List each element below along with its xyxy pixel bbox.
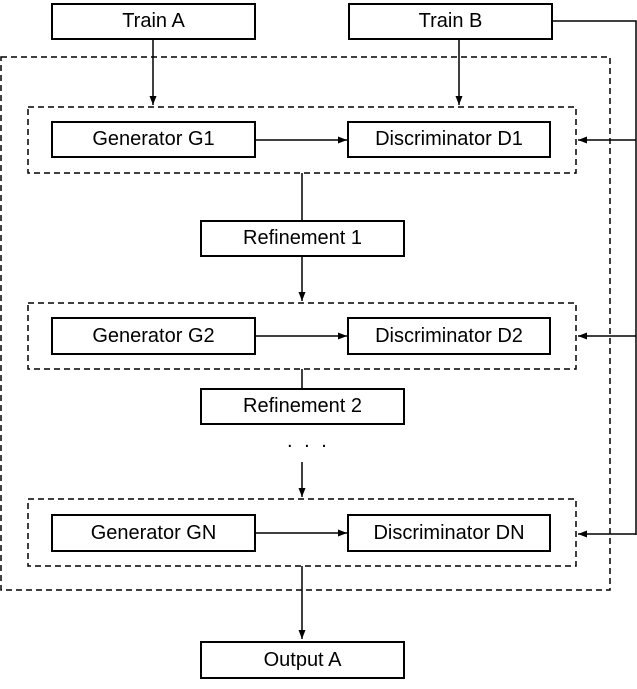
stage-1-dashed-group <box>27 106 577 174</box>
generator-gn-box: Generator GN <box>51 514 256 552</box>
generator-g2-box: Generator G2 <box>51 317 256 355</box>
stage-2-dashed-group <box>27 302 577 370</box>
generator-g1-box: Generator G1 <box>51 121 256 158</box>
refinement-2-box: Refinement 2 <box>200 388 405 425</box>
refinement-1-box: Refinement 1 <box>200 220 405 257</box>
discriminator-d2-box: Discriminator D2 <box>347 317 551 355</box>
discriminator-dn-box: Discriminator DN <box>347 514 551 552</box>
train-a-box: Train A <box>51 3 256 40</box>
ellipsis-text: . . . <box>287 430 330 452</box>
train-b-box: Train B <box>348 3 553 40</box>
outer-dashed-frame <box>0 56 611 591</box>
output-a-box: Output A <box>200 641 405 679</box>
discriminator-d1-box: Discriminator D1 <box>347 121 551 158</box>
stage-n-dashed-group <box>27 498 577 567</box>
train-b-bus-line <box>551 20 637 535</box>
